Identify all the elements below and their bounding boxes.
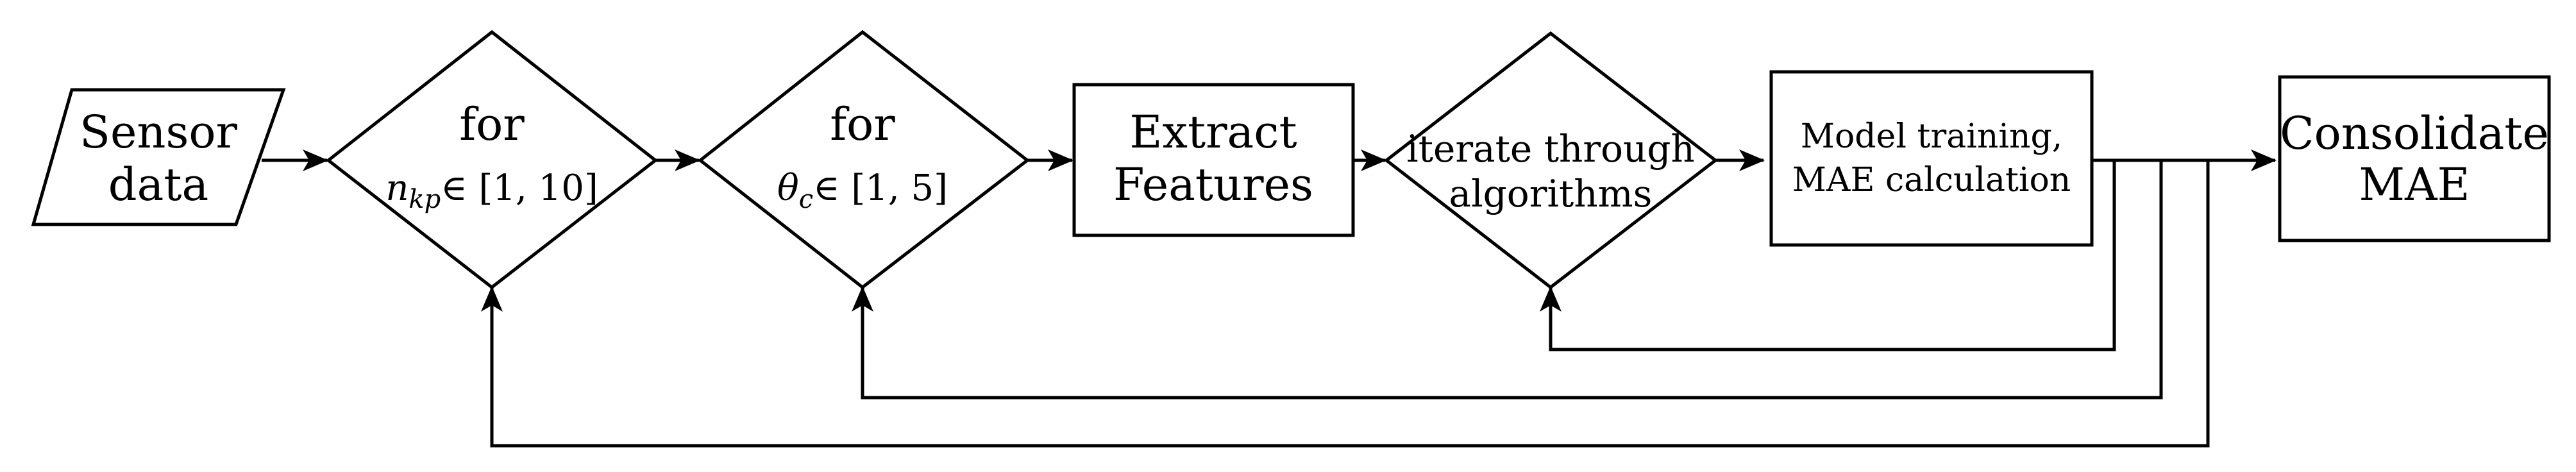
loop-theta-expression: θc∈ [1, 5] bbox=[777, 167, 948, 214]
loop-theta-keyword: for bbox=[830, 98, 895, 151]
edge-feedback-to-loop-theta bbox=[852, 160, 2163, 400]
consolidate-label-line2: MAE bbox=[2359, 158, 2470, 211]
loop-kp-range: ∈ [1, 10] bbox=[441, 167, 598, 209]
edge-feedback-to-loop-kp bbox=[481, 160, 2210, 448]
loop-kp-sub: kp bbox=[408, 185, 441, 214]
iterate-label-line1: iterate through bbox=[1406, 127, 1695, 171]
consolidate-label-line1: Consolidate bbox=[2280, 107, 2549, 160]
loop-theta-sub: c bbox=[799, 185, 813, 214]
iterate-label-line2: algorithms bbox=[1449, 172, 1653, 215]
sensor-label-line2: data bbox=[108, 158, 208, 211]
sensor-label-line1: Sensor bbox=[80, 106, 238, 158]
node-consolidate-mae: Consolidate MAE bbox=[2278, 75, 2551, 242]
node-loop-kp: for nkp∈ [1, 10] bbox=[325, 30, 659, 290]
node-loop-theta: for θc∈ [1, 5] bbox=[697, 30, 1031, 290]
node-model-training: Model training, MAE calculation bbox=[1769, 70, 2094, 247]
loop-kp-var: n bbox=[385, 167, 408, 209]
extract-label-line1: Extract bbox=[1129, 106, 1297, 158]
loop-theta-range: ∈ [1, 5] bbox=[813, 167, 948, 209]
loop-theta-var: θ bbox=[777, 167, 799, 209]
edge-feedback-to-iterate bbox=[1540, 160, 2116, 351]
node-sensor-data: Sensor data bbox=[31, 88, 286, 226]
loop-kp-keyword: for bbox=[459, 98, 525, 151]
loop-kp-expression: nkp∈ [1, 10] bbox=[385, 167, 598, 214]
training-label-line1: Model training, bbox=[1801, 117, 2063, 156]
edges bbox=[262, 149, 2277, 448]
extract-label-line2: Features bbox=[1113, 158, 1313, 211]
node-iterate-algorithms: iterate through algorithms bbox=[1383, 31, 1719, 290]
training-label-line2: MAE calculation bbox=[1792, 161, 2071, 199]
node-extract-features: Extract Features bbox=[1072, 83, 1355, 237]
